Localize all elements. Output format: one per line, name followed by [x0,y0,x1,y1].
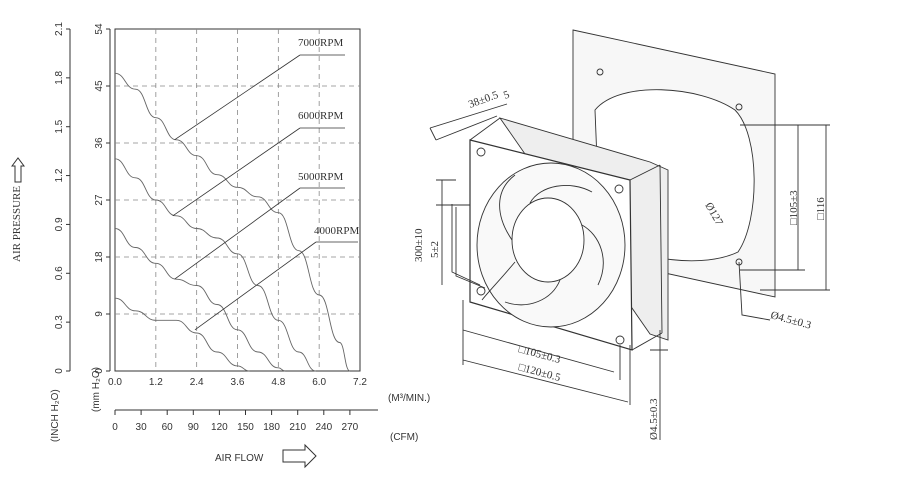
series-label-5000rpm: 5000RPM [298,171,343,183]
tick-label-cfm: 270 [342,422,359,433]
y-axis-left: 0 0.3 0.6 0.9 1.2 1.5 1.8 2.1 0 9 18 27 36 45 54 [54,22,111,374]
series-label-7000rpm: 7000RPM [298,37,343,49]
leader-line [194,241,317,331]
y-axis-title: AIR PRESSURE [11,157,25,262]
fan-side [469,117,663,351]
tick-label-cfm: 240 [315,422,332,433]
dim-panel-pitch-label: □105±3 [788,190,800,225]
tick-label-m3: 6.0 [312,377,326,388]
up-arrow-icon [11,157,25,183]
tick-label-inch: 0 [54,368,65,374]
leader-line [174,187,301,280]
tick-label-mm: 0 [94,368,105,374]
panel-hole-2 [735,103,743,111]
x-axis-m3: 0.0 1.2 2.4 3.6 4.8 6.0 7.2 [108,377,367,388]
tick-label-inch: 1.2 [54,168,65,182]
tick-label-mm: 18 [94,251,105,263]
tick-label-m3: 2.4 [190,377,204,388]
dim-lead-label: 300±10 [413,228,425,262]
curve-6000rpm [114,158,316,372]
tick-label-inch: 1.5 [54,119,65,133]
corner-hole-2 [614,184,624,194]
leader-line [172,127,301,217]
dim-hole-label: Ø4.5±0.3 [648,398,660,440]
fan-blades [481,174,604,306]
tick-label-mm: 27 [94,194,105,206]
tick-label-cfm: 150 [237,422,254,433]
curve-5000rpm [114,228,286,372]
tick-label-mm: 36 [94,137,105,149]
y-unit-inch: (INCH H₂O) [50,389,61,442]
tick-label-m3: 7.2 [353,377,367,388]
corner-hole-3 [476,286,486,296]
fan-drawing [429,29,830,440]
tick-label-cfm: 120 [211,422,228,433]
dim-bottom [462,300,631,405]
performance-chart: 0 0.3 0.6 0.9 1.2 1.5 1.8 2.1 0 9 18 27 36 45 54 0.0 1.… [11,22,430,469]
tick-label-mm: 45 [94,80,105,92]
tick-label-mm: 9 [94,311,105,317]
corner-hole-4 [615,335,625,345]
tick-label-cfm: 30 [136,422,148,433]
tick-label-m3: 1.2 [149,377,163,388]
dim-panel-hole [738,261,771,321]
tick-label-inch: 0.3 [54,315,65,329]
lead-wires [451,204,486,289]
tick-label-m3: 3.6 [231,377,245,388]
fan-hub [511,197,585,283]
curve-4000rpm [114,297,250,372]
x-axis-label: AIR FLOW [215,453,264,464]
dim-strip-label: 5±2 [429,241,441,258]
panel-hole-1 [596,68,604,76]
rpm-leaders: 7000RPM 6000RPM 5000RPM 4000RPM [172,37,359,331]
tick-label-inch: 1.8 [54,70,65,84]
corner-hole-1 [476,147,486,157]
x-unit-m3: (M³/MIN.) [388,393,430,404]
tick-label-cfm: 0 [112,422,118,433]
dim-lead [436,179,470,285]
dim-panel [740,124,830,291]
tick-label-cfm: 210 [289,422,306,433]
dim-depth [429,103,508,141]
tick-label-inch: 0.9 [54,217,65,231]
dim-flange-label: 5 [502,88,512,101]
tick-label-inch: 0.6 [54,266,65,280]
curve-7000rpm [114,72,351,372]
tick-label-m3: 4.8 [271,377,285,388]
x-axis-title: AIR FLOW [215,443,317,469]
tick-label-cfm: 180 [263,422,280,433]
dim-panel-size-label: □116 [815,197,827,220]
dim-panel-hole-label: Ø4.5±0.3 [769,309,813,331]
tick-label-mm: 54 [94,23,105,35]
series-label-4000rpm: 4000RPM [314,225,359,237]
x-unit-cfm: (CFM) [390,432,418,443]
curves [114,72,351,372]
leader-line [174,54,301,141]
tick-label-cfm: 60 [162,422,174,433]
y-axis-label: AIR PRESSURE [11,186,23,262]
tick-label-inch: 2.1 [54,22,65,36]
y-unit-mm: (mm H₂O) [91,367,102,412]
series-label-6000rpm: 6000RPM [298,110,343,122]
x-axis-cfm: 0 30 60 90 120 150 180 210 240 270 [112,409,378,433]
tick-label-cfm: 90 [188,422,200,433]
right-arrow-icon [282,443,317,469]
tick-label-m3: 0.0 [108,377,122,388]
dim-hole [650,330,668,440]
